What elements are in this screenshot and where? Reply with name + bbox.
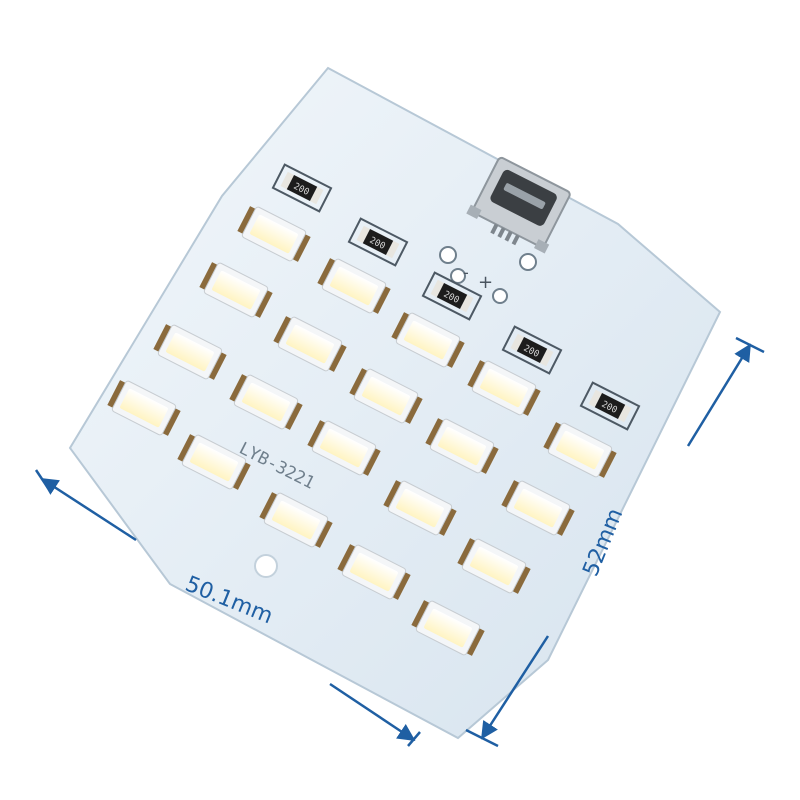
smd-led bbox=[177, 434, 251, 490]
smd-resistor: 200 bbox=[579, 381, 641, 431]
smd-led bbox=[317, 258, 391, 314]
smd-led bbox=[337, 544, 411, 600]
polarity-minus-label: - bbox=[463, 263, 469, 282]
smd-led bbox=[273, 316, 347, 372]
smd-led bbox=[307, 420, 381, 476]
smd-led bbox=[107, 380, 181, 436]
smd-led bbox=[411, 600, 485, 656]
smd-led bbox=[349, 368, 423, 424]
smd-led bbox=[457, 538, 531, 594]
smd-led bbox=[391, 312, 465, 368]
smd-led bbox=[237, 206, 311, 262]
smd-resistor: 200 bbox=[347, 217, 409, 267]
dimension-height bbox=[465, 336, 765, 748]
smd-resistor: 200 bbox=[421, 271, 483, 321]
led-array bbox=[107, 206, 617, 656]
smd-led bbox=[543, 422, 617, 478]
smd-led bbox=[383, 480, 457, 536]
power-pads: - + bbox=[439, 246, 537, 304]
smd-led bbox=[467, 360, 541, 416]
smd-led bbox=[199, 262, 273, 318]
mounting-hole bbox=[254, 554, 278, 578]
smd-led bbox=[501, 480, 575, 536]
smd-led bbox=[229, 374, 303, 430]
dimension-width bbox=[34, 469, 421, 747]
smd-led bbox=[259, 492, 333, 548]
smd-resistor: 200 bbox=[501, 325, 563, 375]
smd-resistor: 200 bbox=[271, 163, 333, 213]
smd-led bbox=[425, 418, 499, 474]
smd-led bbox=[153, 324, 227, 380]
polarity-plus-label: + bbox=[478, 272, 493, 293]
micro-usb-connector bbox=[466, 156, 571, 254]
